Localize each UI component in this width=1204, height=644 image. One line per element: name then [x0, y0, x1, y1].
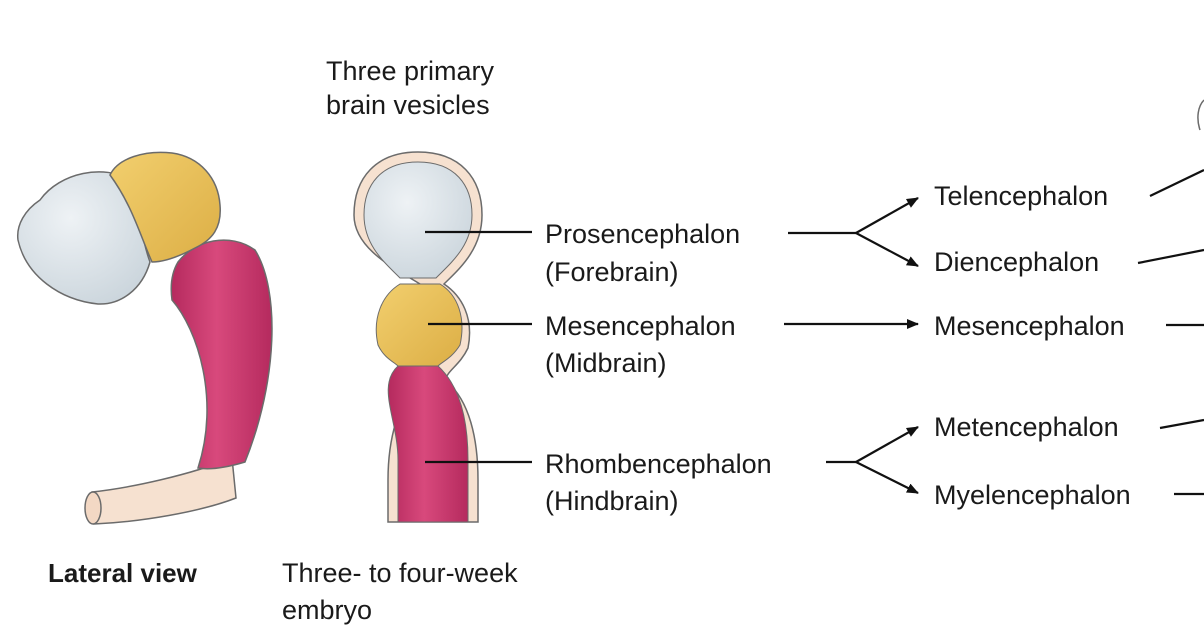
label-hindbrain: (Hindbrain) — [545, 486, 679, 516]
prosencephalon-branch — [788, 197, 919, 267]
label-forebrain: (Forebrain) — [545, 257, 679, 287]
primary-vesicles-title-line2: brain vesicles — [326, 90, 490, 120]
continuation-lines — [1137, 99, 1204, 496]
lateral-view-illustration — [17, 151, 273, 525]
label-lateral-view: Lateral view — [48, 558, 198, 588]
label-metencephalon: Metencephalon — [934, 412, 1119, 442]
label-prosencephalon: Prosencephalon — [545, 219, 740, 249]
lateral-hindbrain — [170, 239, 273, 470]
lateral-midbrain — [109, 151, 221, 263]
label-embryo-age-line2: embryo — [282, 595, 372, 625]
label-midbrain: (Midbrain) — [545, 348, 667, 378]
label-rhombencephalon: Rhombencephalon — [545, 449, 772, 479]
lateral-spinal-cord — [91, 456, 237, 525]
label-mesencephalon-primary: Mesencephalon — [545, 311, 736, 341]
label-myelencephalon: Myelencephalon — [934, 480, 1131, 510]
primary-vesicles-section — [353, 151, 483, 523]
label-diencephalon: Diencephalon — [934, 247, 1099, 277]
lateral-spinal-cord-end — [84, 491, 102, 525]
label-embryo-age-line1: Three- to four-week — [282, 558, 518, 588]
label-mesencephalon-secondary: Mesencephalon — [934, 311, 1125, 341]
vesicle-hindbrain — [387, 365, 469, 523]
label-telencephalon: Telencephalon — [934, 181, 1108, 211]
vesicle-forebrain — [363, 161, 473, 279]
primary-vesicles-title-line1: Three primary — [326, 56, 495, 86]
rhombencephalon-branch — [826, 426, 919, 494]
